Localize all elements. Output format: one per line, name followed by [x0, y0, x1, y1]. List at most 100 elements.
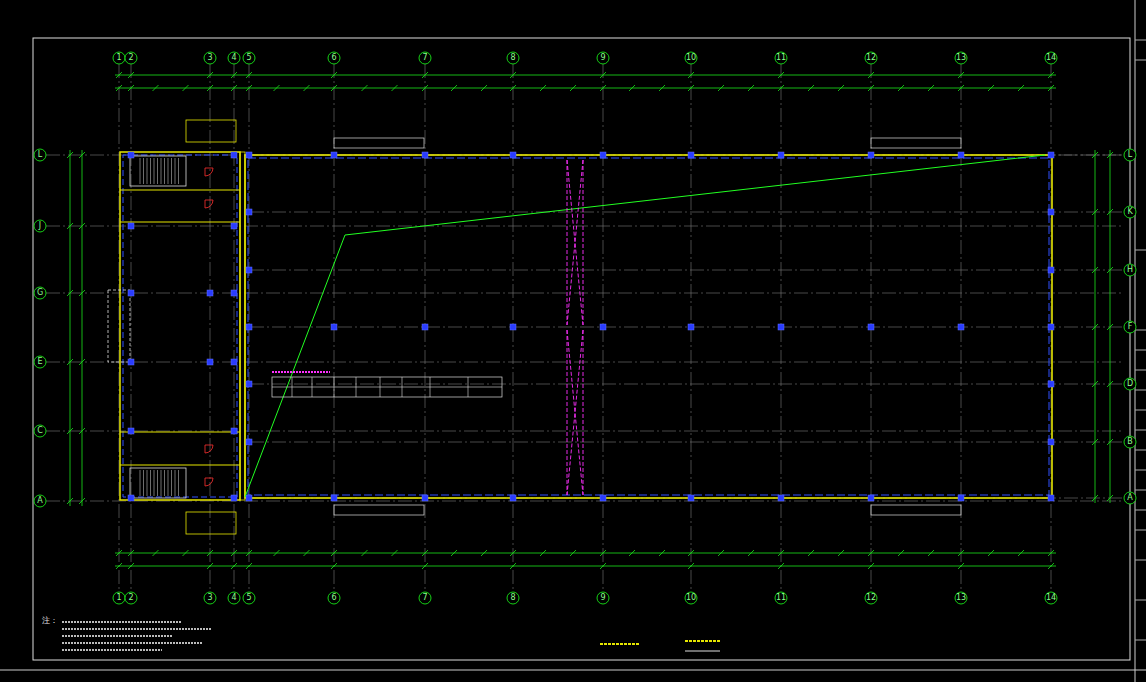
axis-label: 6 — [331, 593, 336, 603]
axis-line — [234, 64, 235, 592]
dimension-tick — [231, 85, 237, 91]
stair-tread — [175, 470, 176, 496]
title-strip-row — [1135, 330, 1146, 331]
dimension-tick — [928, 85, 934, 91]
dimension-tick — [231, 563, 237, 569]
column — [246, 152, 252, 158]
axis-bubble — [1124, 264, 1136, 276]
column — [422, 324, 428, 330]
column — [1048, 324, 1054, 330]
axis-bubble — [865, 52, 877, 64]
column — [958, 152, 964, 158]
window-mark — [871, 138, 961, 148]
dimension-tick — [1107, 495, 1113, 501]
axis-bubble — [34, 149, 46, 161]
dimension-tick — [600, 550, 606, 556]
axis-bubble — [125, 52, 137, 64]
dimension-tick — [116, 563, 122, 569]
column — [510, 324, 516, 330]
column — [246, 324, 252, 330]
dimension-tick — [1048, 563, 1054, 569]
dimension-tick — [600, 72, 606, 78]
column — [128, 359, 134, 365]
dimension-tick — [748, 550, 754, 556]
dimension-tick — [1092, 209, 1098, 215]
axis-bubble — [955, 592, 967, 604]
dimension-tick — [422, 550, 428, 556]
dimension-tick — [451, 550, 457, 556]
axis-bubble — [597, 52, 609, 64]
stair-tread — [147, 158, 148, 184]
dimension-tick — [1048, 85, 1054, 91]
table-col — [430, 377, 431, 397]
axis-bubble — [1045, 592, 1057, 604]
dimension-tick — [67, 498, 73, 504]
bracing — [567, 160, 583, 325]
axis-bubble — [507, 592, 519, 604]
stair-tread — [157, 470, 158, 496]
stair-tread — [154, 470, 155, 496]
table-title-mark — [272, 371, 330, 373]
core-wall — [120, 152, 240, 500]
table-col — [356, 377, 357, 397]
title-strip-row — [1135, 60, 1146, 61]
dimension-tick — [570, 85, 576, 91]
column — [231, 290, 237, 296]
axis-label: 3 — [207, 593, 212, 603]
dimension-tick — [958, 85, 964, 91]
dimension-tick — [1092, 439, 1098, 445]
axis-bubble — [228, 592, 240, 604]
legend-sample — [685, 651, 720, 652]
axis-label: 11 — [776, 53, 786, 63]
dimension-tick — [1107, 324, 1113, 330]
axis-line — [131, 64, 132, 592]
axis-label: 11 — [776, 593, 786, 603]
dimension-line — [115, 75, 1056, 76]
dimension-tick — [1092, 495, 1098, 501]
dimension-tick — [79, 428, 85, 434]
axis-bubble — [597, 592, 609, 604]
dimension-tick — [1092, 267, 1098, 273]
column — [510, 152, 516, 158]
axis-label: A — [1127, 493, 1132, 503]
partition — [120, 432, 240, 433]
column — [231, 428, 237, 434]
title-strip-row — [1135, 370, 1146, 371]
note-line — [62, 621, 182, 623]
dimension-tick — [481, 550, 487, 556]
dimension-tick — [331, 72, 337, 78]
axis-label: 14 — [1046, 53, 1056, 63]
dimension-line — [115, 553, 1056, 554]
dimension-tick — [207, 550, 213, 556]
axis-line — [210, 64, 211, 592]
dimension-tick — [510, 563, 516, 569]
column — [207, 290, 213, 296]
axis-label: G — [37, 288, 43, 298]
column — [331, 152, 337, 158]
dimension-tick — [128, 550, 134, 556]
dimension-tick — [1092, 381, 1098, 387]
axis-bubble — [228, 52, 240, 64]
stair-tread — [143, 158, 144, 184]
dimension-tick — [688, 85, 694, 91]
dimension-tick — [246, 563, 252, 569]
dimension-tick — [688, 550, 694, 556]
dimension-tick — [67, 290, 73, 296]
dimension-tick — [928, 550, 934, 556]
hall-wall-inner — [248, 158, 1049, 495]
axis-bubble — [507, 52, 519, 64]
dimension-tick — [1092, 324, 1098, 330]
axis-bubble — [34, 220, 46, 232]
axis-bubble — [955, 52, 967, 64]
axis-label: 4 — [231, 53, 236, 63]
axis-bubble — [243, 52, 255, 64]
axis-bubble — [1124, 206, 1136, 218]
dimension-tick — [510, 72, 516, 78]
stair-tread — [164, 470, 165, 496]
dimension-tick — [116, 72, 122, 78]
dimension-tick — [451, 85, 457, 91]
window-mark — [871, 505, 961, 515]
column — [1048, 209, 1054, 215]
axis-label: 5 — [246, 593, 251, 603]
